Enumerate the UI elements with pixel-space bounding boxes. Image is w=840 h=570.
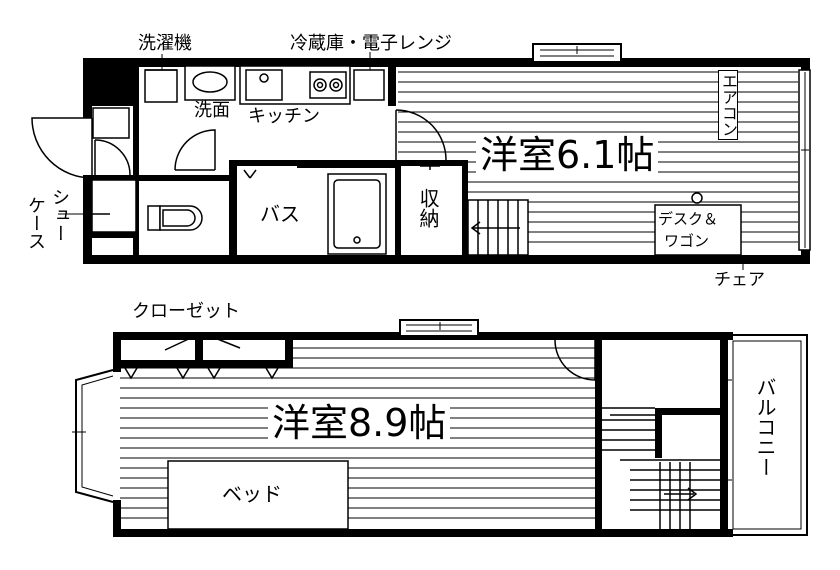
storage-rod xyxy=(420,162,440,170)
chair-label: チェア xyxy=(714,270,765,290)
bath-label: バス xyxy=(260,202,300,226)
storage-label: 収納 xyxy=(416,188,440,228)
desk xyxy=(654,192,742,256)
washbasin xyxy=(184,65,236,101)
washer-label: 洗濯機 xyxy=(138,33,192,54)
leader-lines xyxy=(58,52,744,270)
closet-label: クローゼット xyxy=(132,301,240,322)
fridge-microwave-label: 冷蔵庫・電子レンジ xyxy=(290,33,452,54)
washer xyxy=(144,69,178,103)
aircon-label: エアコン xyxy=(718,70,738,140)
upper-stairs xyxy=(467,199,529,256)
upper-floor xyxy=(31,43,811,270)
shoe-case xyxy=(91,179,137,233)
balcony-label: バルコニー xyxy=(753,375,777,479)
room-89-label: 洋室8.9帖 xyxy=(268,404,451,442)
bed-label: ベッド xyxy=(222,482,282,506)
stair-door xyxy=(554,339,596,381)
shoe-case-label-2: ケース xyxy=(25,196,46,250)
closet-doors xyxy=(124,335,279,380)
fridge xyxy=(353,69,385,101)
toilet xyxy=(139,181,229,255)
washroom-door xyxy=(174,129,216,171)
lower-stairs xyxy=(602,407,720,529)
balcony xyxy=(722,334,808,536)
shoe-case-label-1: シュー xyxy=(49,188,70,242)
bay-window xyxy=(72,369,114,503)
desk-label-2: ワゴン xyxy=(664,232,710,250)
washbasin-label: 洗面 xyxy=(194,100,230,121)
upper-window xyxy=(532,43,622,63)
right-window xyxy=(798,69,811,251)
bathtub xyxy=(243,169,387,255)
kitchen-counter xyxy=(239,65,351,105)
kitchen-door xyxy=(395,109,447,161)
lower-window xyxy=(399,319,479,337)
kitchen-label: キッチン xyxy=(248,106,320,127)
desk-label-1: デスク＆ xyxy=(658,210,719,228)
entrance-door xyxy=(31,117,93,179)
room-61-label: 洋室6.1帖 xyxy=(476,136,659,174)
hall-door xyxy=(92,107,131,176)
